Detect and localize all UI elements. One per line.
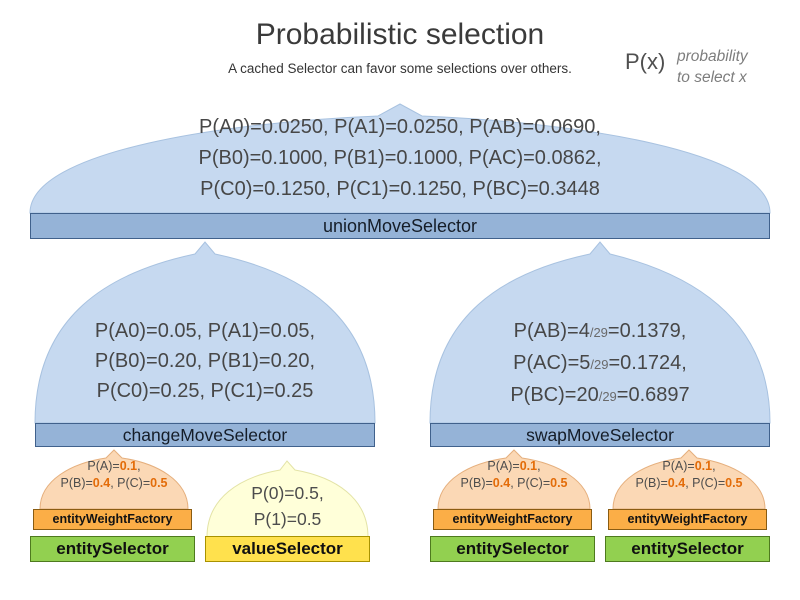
union-probabilities: P(A0)=0.0250, P(A1)=0.0250, P(AB)=0.0690… [0, 112, 800, 205]
legend-note: probability to select x [677, 46, 787, 88]
weight-probability-line: P(A)=0.1, [614, 458, 764, 475]
swap-prob-fraction: /29 [598, 389, 617, 404]
swap-probability-line: P(BC)=20/29=0.6897 [430, 380, 770, 412]
change-probability-line: P(C0)=0.25, P(C1)=0.25 [96, 380, 314, 402]
weight-prob-label: , P(C)= [510, 476, 551, 490]
weight-prob-label: , [537, 459, 541, 473]
swap-probabilities: P(AB)=4/29=0.1379, P(AC)=5/29=0.1724, P(… [430, 316, 770, 412]
weight-prob-label: P(A)= [87, 459, 120, 473]
weight-probability-line: P(A)=0.1, [439, 458, 589, 475]
change-probabilities: P(A0)=0.05, P(A1)=0.05, P(B0)=0.20, P(B1… [35, 316, 375, 406]
swap-prob-pre: P(AC)=5 [513, 352, 591, 374]
entity-weight-probabilities: P(A)=0.1, P(B)=0.4, P(C)=0.5 [39, 458, 189, 492]
weight-prob-value: 0.1 [519, 459, 538, 473]
entity-weight-factory-bar: entityWeightFactory [608, 509, 767, 530]
swap-move-selector-bar: swapMoveSelector [430, 423, 770, 447]
weight-prob-value: 0.1 [694, 459, 713, 473]
page-subtitle: A cached Selector can favor some selecti… [228, 61, 572, 76]
value-probabilities: P(0)=0.5, P(1)=0.5 [207, 480, 368, 532]
value-probability-line: P(1)=0.5 [253, 509, 322, 529]
weight-prob-label: P(B)= [60, 476, 93, 490]
change-probability-line: P(A0)=0.05, P(A1)=0.05, [94, 320, 316, 342]
entity-weight-probabilities: P(A)=0.1, P(B)=0.4, P(C)=0.5 [439, 458, 589, 492]
weight-prob-label: , P(C)= [110, 476, 151, 490]
page-title: Probabilistic selection [255, 18, 545, 51]
weight-prob-value: 0.5 [725, 476, 743, 490]
entity-selector-bar: entitySelector [430, 536, 595, 562]
legend-note-line1: probability [677, 48, 748, 65]
weight-probability-line: P(B)=0.4, P(C)=0.5 [39, 475, 189, 492]
change-dome-shape [34, 241, 376, 424]
weight-prob-label: , [712, 459, 716, 473]
weight-prob-label: P(A)= [662, 459, 695, 473]
entity-selector-bar: entitySelector [30, 536, 195, 562]
weight-prob-value: 0.4 [92, 476, 111, 490]
weight-probability-line: P(B)=0.4, P(C)=0.5 [439, 475, 589, 492]
value-probability-line: P(0)=0.5, [251, 483, 324, 503]
weight-prob-value: 0.5 [550, 476, 568, 490]
swap-probability-line: P(AC)=5/29=0.1724, [430, 348, 770, 380]
legend-symbol: P(x) [625, 49, 666, 74]
change-probability-line: P(B0)=0.20, P(B1)=0.20, [94, 350, 316, 372]
weight-prob-value: 0.4 [667, 476, 686, 490]
weight-prob-label: P(A)= [487, 459, 520, 473]
weight-prob-value: 0.1 [119, 459, 138, 473]
weight-dome-shape-2 [437, 449, 591, 510]
weight-prob-label: P(B)= [460, 476, 493, 490]
legend-note-line2: to select x [677, 69, 747, 86]
value-dome-shape [206, 460, 369, 538]
union-probability-line: P(B0)=0.1000, P(B1)=0.1000, P(AC)=0.0862… [198, 147, 602, 169]
union-probability-line: P(A0)=0.0250, P(A1)=0.0250, P(AB)=0.0690… [199, 116, 601, 138]
entity-selector-bar: entitySelector [605, 536, 770, 562]
swap-prob-fraction: /29 [589, 325, 608, 340]
swap-prob-post: =0.1379, [607, 320, 687, 342]
weight-prob-label: P(B)= [635, 476, 668, 490]
weight-dome-shape-3 [612, 449, 766, 510]
entity-weight-factory-bar: entityWeightFactory [433, 509, 592, 530]
entity-weight-factory-bar: entityWeightFactory [33, 509, 192, 530]
swap-prob-pre: P(AB)=4 [513, 320, 590, 342]
union-dome-shape [29, 103, 771, 214]
weight-probability-line: P(A)=0.1, [39, 458, 189, 475]
weight-dome-shape-1 [39, 449, 189, 510]
swap-probability-line: P(AB)=4/29=0.1379, [430, 316, 770, 348]
weight-prob-value: 0.4 [492, 476, 511, 490]
weight-prob-label: , P(C)= [685, 476, 726, 490]
swap-prob-pre: P(BC)=20 [510, 384, 599, 406]
weight-prob-label: , [137, 459, 141, 473]
change-move-selector-bar: changeMoveSelector [35, 423, 375, 447]
union-probability-line: P(C0)=0.1250, P(C1)=0.1250, P(BC)=0.3448 [200, 178, 600, 200]
union-move-selector-bar: unionMoveSelector [30, 213, 770, 239]
weight-probability-line: P(B)=0.4, P(C)=0.5 [614, 475, 764, 492]
value-selector-bar: valueSelector [205, 536, 370, 562]
entity-weight-probabilities: P(A)=0.1, P(B)=0.4, P(C)=0.5 [614, 458, 764, 492]
weight-prob-value: 0.5 [150, 476, 168, 490]
swap-prob-post: =0.1724, [608, 352, 687, 374]
swap-dome-shape [429, 241, 771, 424]
swap-prob-post: =0.6897 [616, 384, 690, 406]
swap-prob-fraction: /29 [590, 357, 609, 372]
